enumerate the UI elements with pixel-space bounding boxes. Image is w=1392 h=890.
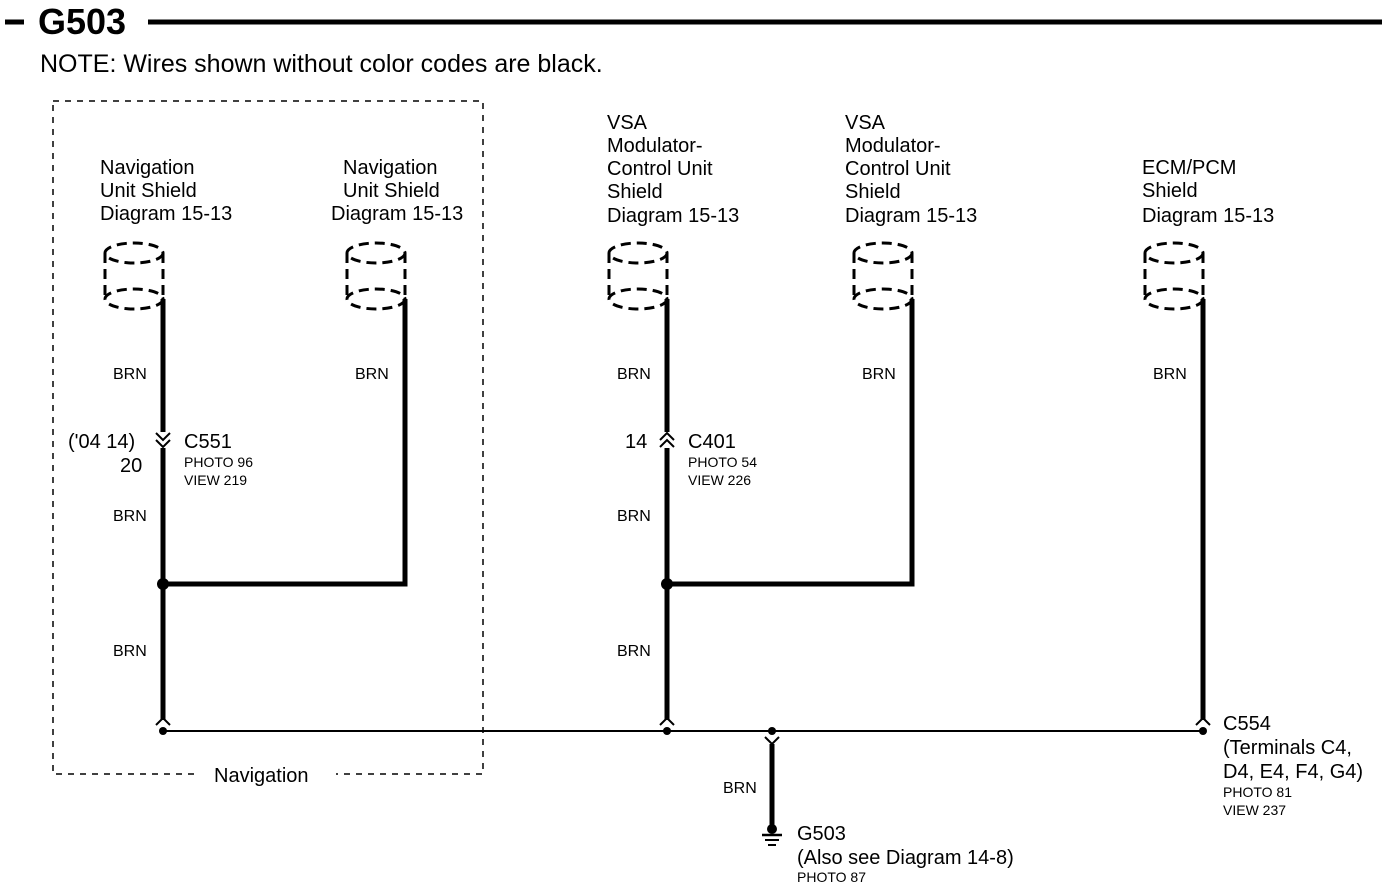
vsa-shield-2-line-3: Control Unit (845, 158, 951, 180)
vsa-shield-1-line-3: Control Unit (607, 158, 713, 180)
wire-color-ecm: BRN (1153, 366, 1187, 383)
nav-shield-1-line-1: Navigation (100, 157, 195, 179)
bus-node-nav (159, 727, 167, 735)
nav-shield-1-line-3: Diagram 15-13 (100, 203, 232, 225)
ecm-shield-line-3: Diagram 15-13 (1142, 205, 1274, 227)
bus-node-ecm (1199, 727, 1207, 735)
wires (160, 299, 1206, 826)
c401-connector-symbol (659, 431, 675, 448)
ground-name: G503 (797, 823, 846, 845)
c401-pin: 14 (625, 431, 647, 453)
c554-name: C554 (1223, 713, 1271, 735)
ecm-shield-line-1: ECM/PCM (1142, 157, 1236, 179)
nav-shield-1-symbol (103, 241, 165, 311)
c554-label: C554 (Terminals C4, D4, E4, F4, G4) PHOT… (1223, 713, 1363, 818)
c401-name: C401 (688, 431, 736, 453)
c554-detail-1: (Terminals C4, (1223, 737, 1352, 759)
c554-terminals (155, 716, 1211, 746)
vsa-shield-2-line-1: VSA (845, 112, 886, 134)
vsa-shield-1-label: VSA Modulator- Control Unit Shield Diagr… (607, 112, 739, 227)
vsa-shield-1-line-5: Diagram 15-13 (607, 205, 739, 227)
wire-color-nav-mid: BRN (113, 508, 147, 525)
vsa-shield-2-line-4: Shield (845, 181, 901, 203)
c551-pin-alt: ('04 14) (68, 431, 135, 453)
wire-color-vsa-low: BRN (617, 643, 651, 660)
wire-color-nav-low: BRN (113, 643, 147, 660)
navigation-label-backing (200, 764, 336, 784)
c551-connector-symbol (155, 432, 171, 449)
nav-shield-2-symbol (345, 241, 407, 311)
bus-node-vsa (663, 727, 671, 735)
wire-color-nav-1: BRN (113, 366, 147, 383)
c401-label: 14 C401 PHOTO 54 VIEW 226 (625, 431, 757, 488)
c551-name: C551 (184, 431, 232, 453)
c551-label: ('04 14) 20 C551 PHOTO 96 VIEW 219 (68, 431, 253, 488)
wire-color-nav-2: BRN (355, 366, 389, 383)
wire-color-ground: BRN (723, 780, 757, 797)
ecm-shield-line-2: Shield (1142, 180, 1198, 202)
vsa-shield-2-line-2: Modulator- (845, 135, 941, 157)
color-code-note: NOTE: Wires shown without color codes ar… (40, 50, 603, 78)
diagram-title: G503 (38, 1, 126, 42)
vsa-shield-1-symbol (607, 241, 669, 311)
vsa-shield-2-line-5: Diagram 15-13 (845, 205, 977, 227)
c401-photo: PHOTO 54 (688, 454, 757, 470)
vsa-shield-1-line-1: VSA (607, 112, 648, 134)
c551-photo: PHOTO 96 (184, 454, 253, 470)
c551-pin: 20 (120, 455, 142, 477)
nav-wire-2 (163, 299, 408, 587)
diagram-header: G503 NOTE: Wires shown without color cod… (5, 1, 1382, 78)
c554-photo: PHOTO 81 (1223, 784, 1292, 800)
nav-shield-1-label: Navigation Unit Shield Diagram 15-13 (100, 157, 232, 225)
navigation-group-label: Navigation (214, 765, 309, 787)
wire-color-vsa-2: BRN (862, 366, 896, 383)
bus-node-ground (768, 727, 776, 735)
ground-photo: PHOTO 87 (797, 869, 866, 885)
nav-splice (157, 578, 169, 590)
nav-shield-2-label: Navigation Unit Shield Diagram 15-13 (331, 157, 463, 225)
ground-node (767, 824, 777, 834)
wire-color-vsa-mid: BRN (617, 508, 651, 525)
wire-color-labels: BRN BRN BRN BRN BRN BRN BRN BRN BRN BRN (113, 366, 1187, 797)
c401-view: VIEW 226 (688, 472, 751, 488)
nav-shield-1-line-2: Unit Shield (100, 180, 197, 202)
vsa-wire-2 (667, 299, 915, 587)
nav-shield-2-line-3: Diagram 15-13 (331, 203, 463, 225)
vsa-shield-1-line-4: Shield (607, 181, 663, 203)
c554-view: VIEW 237 (1223, 802, 1286, 818)
c551-view: VIEW 219 (184, 472, 247, 488)
vsa-shield-2-label: VSA Modulator- Control Unit Shield Diagr… (845, 112, 977, 227)
nav-shield-2-line-2: Unit Shield (343, 180, 440, 202)
ground-symbol (762, 824, 782, 846)
vsa-shield-1-line-2: Modulator- (607, 135, 703, 157)
ecm-shield-label: ECM/PCM Shield Diagram 15-13 (1142, 157, 1274, 227)
c554-detail-2: D4, E4, F4, G4) (1223, 761, 1363, 783)
wire-color-vsa-1: BRN (617, 366, 651, 383)
vsa-shield-2-symbol (852, 241, 914, 311)
ground-label: G503 (Also see Diagram 14-8) PHOTO 87 (797, 823, 1014, 885)
navigation-group: Navigation (52, 100, 484, 787)
splices (157, 578, 1207, 735)
vsa-splice (661, 578, 673, 590)
nav-shield-2-line-1: Navigation (343, 157, 438, 179)
ecm-shield-symbol (1143, 241, 1205, 311)
ground-note: (Also see Diagram 14-8) (797, 847, 1014, 869)
